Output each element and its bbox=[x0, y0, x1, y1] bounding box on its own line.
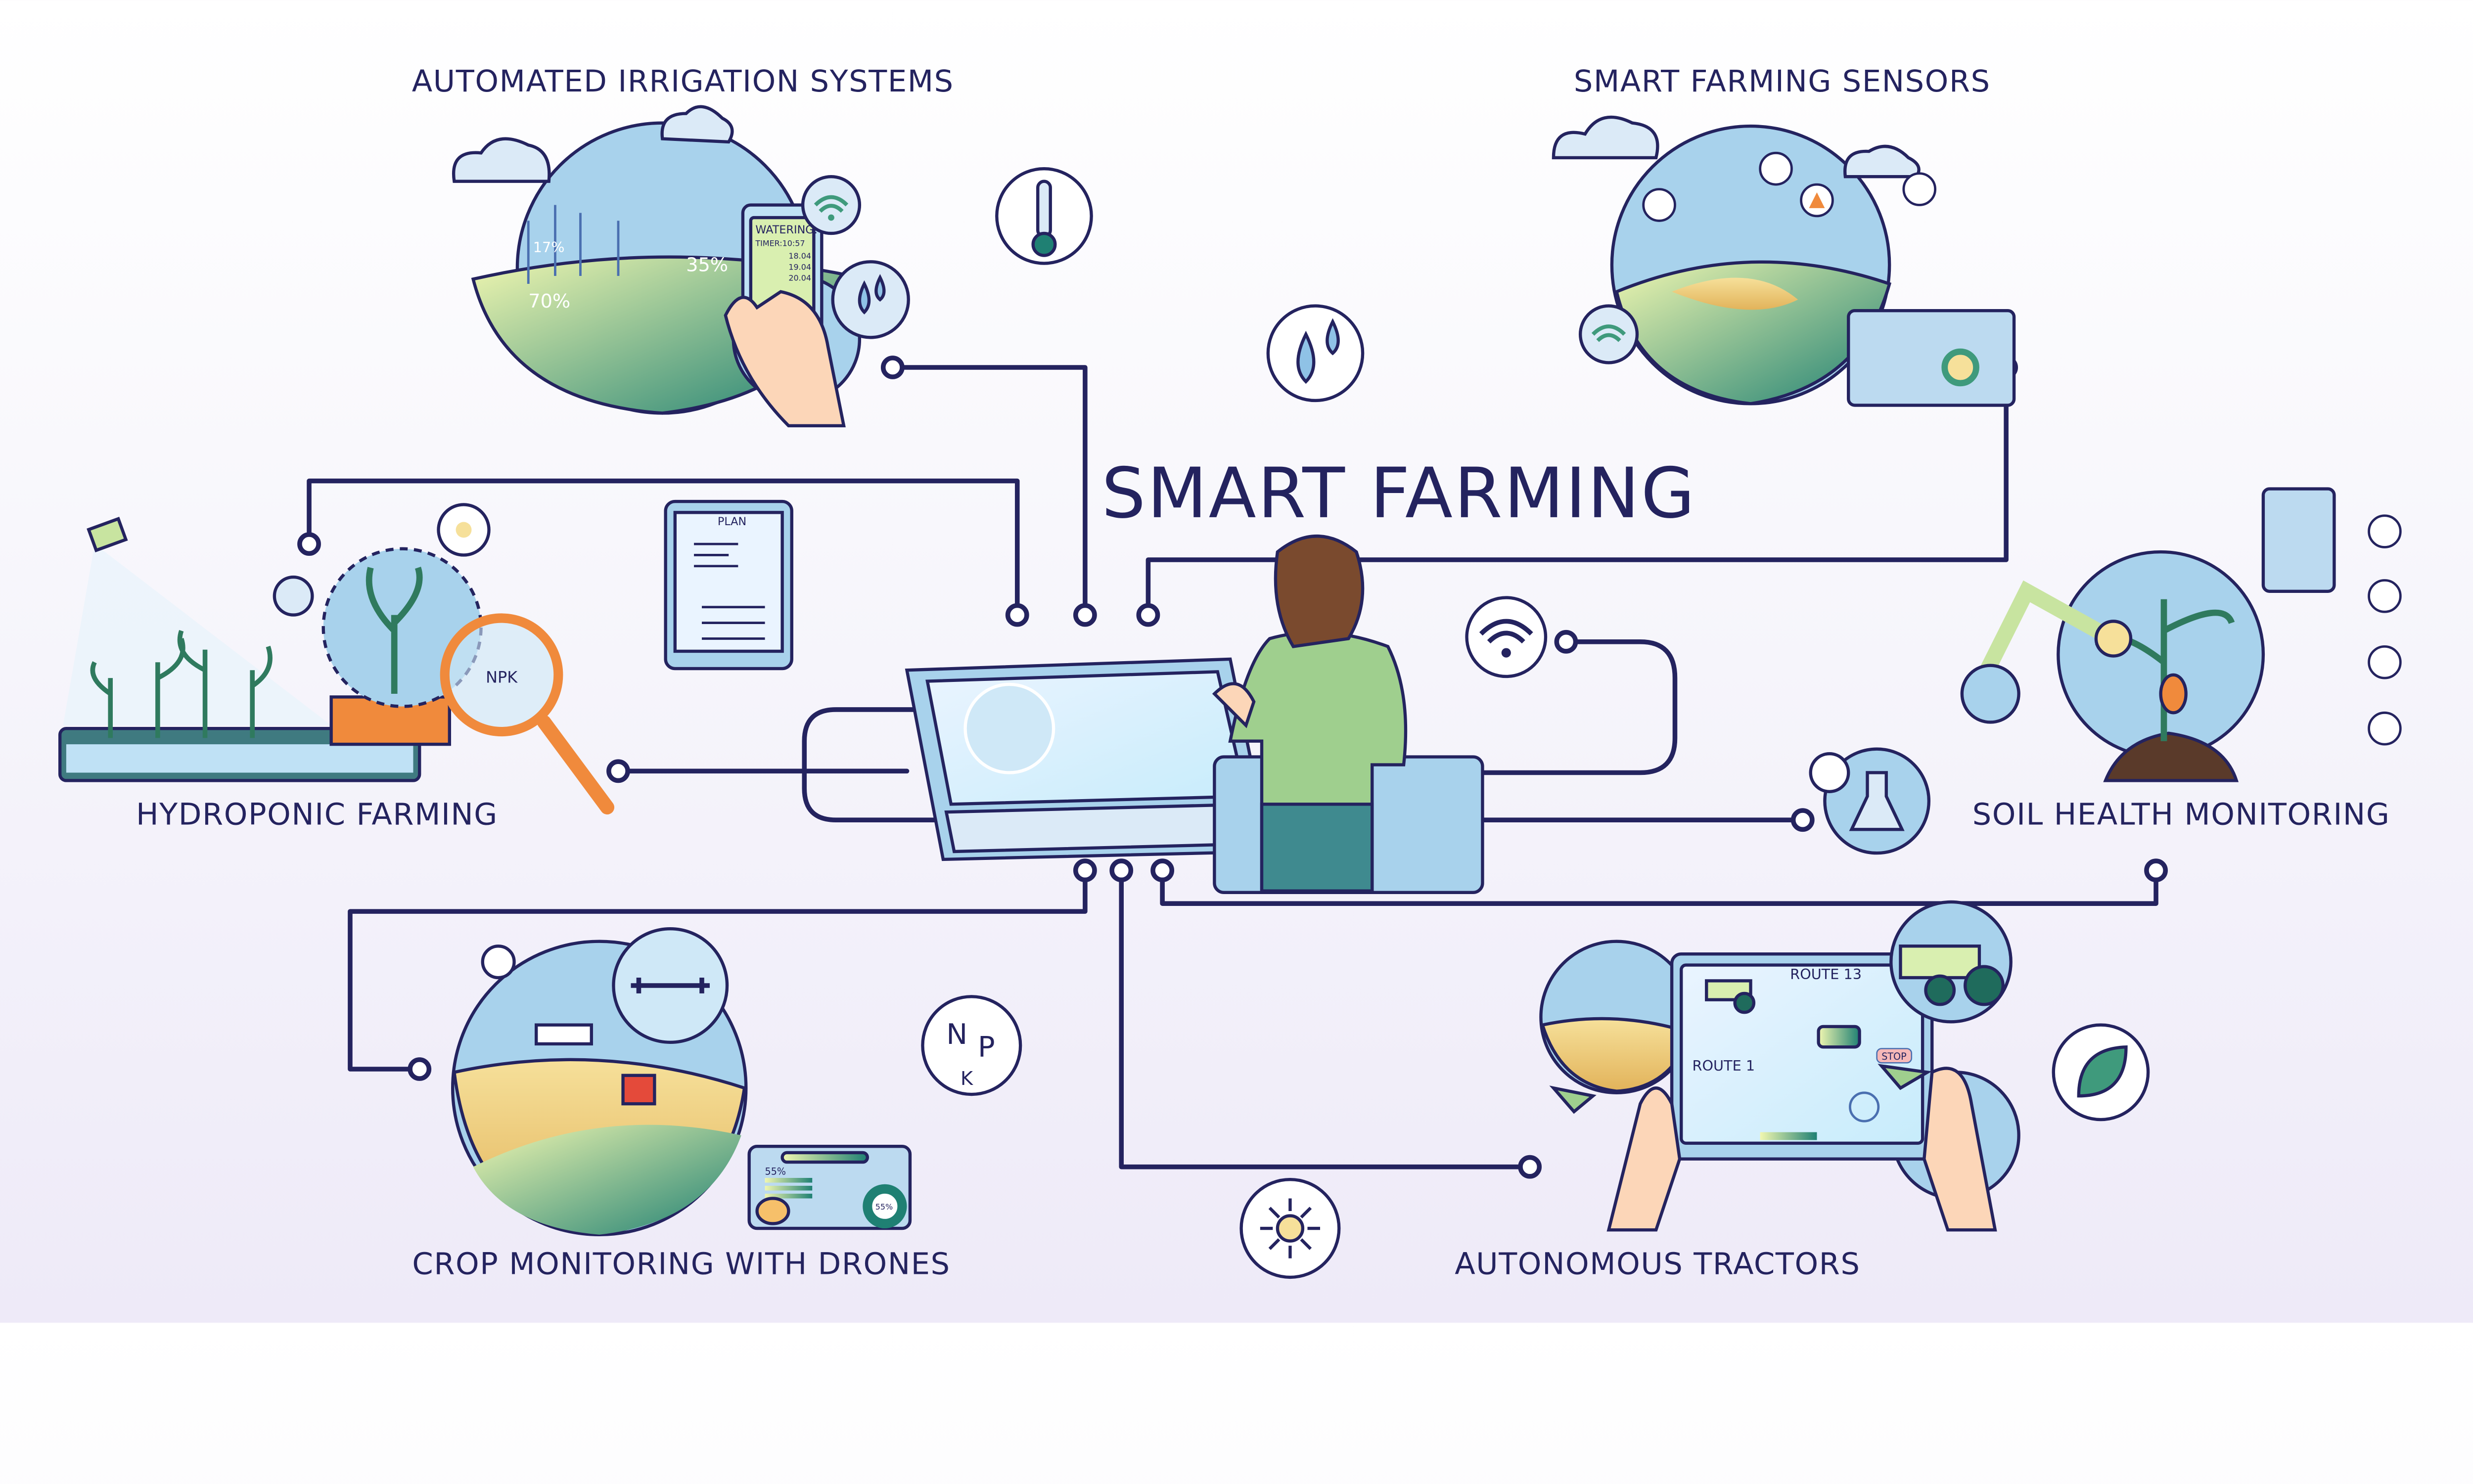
central-tablet[interactable] bbox=[905, 657, 1272, 861]
flask-icon bbox=[1809, 747, 1931, 855]
route-label: ROUTE 13 bbox=[1790, 966, 1862, 983]
label-tractors: AUTONOMOUS TRACTORS bbox=[1455, 1247, 1860, 1282]
npk-label: NPK bbox=[486, 668, 518, 687]
warning-icon bbox=[1809, 192, 1825, 208]
hand bbox=[724, 290, 846, 428]
label-irrigation: AUTOMATED IRRIGATION SYSTEMS bbox=[412, 64, 954, 99]
label-soil: SOIL HEALTH MONITORING bbox=[1972, 798, 2390, 832]
paper-plane-icon bbox=[1878, 1064, 1932, 1090]
sun-icon bbox=[1239, 1178, 1341, 1279]
barn bbox=[621, 1074, 656, 1106]
tractor-icon bbox=[1899, 944, 2005, 1006]
tractor-icon bbox=[1705, 979, 1756, 1014]
wifi-icon bbox=[1465, 596, 1548, 678]
label-sensors: SMART FARMING SENSORS bbox=[1574, 64, 1991, 99]
wifi-icon bbox=[801, 175, 862, 235]
magnifier-icon: NPK bbox=[440, 613, 615, 814]
farmer-person bbox=[1212, 534, 1484, 895]
sensor-dashboard bbox=[1847, 309, 2016, 407]
sensors-illustration bbox=[1552, 115, 2016, 407]
npk-p: P bbox=[978, 1030, 995, 1063]
paper-plane-icon bbox=[1549, 1085, 1597, 1114]
robot-arm bbox=[1971, 580, 2106, 694]
hand bbox=[1212, 682, 1256, 728]
stop-button[interactable] bbox=[1876, 1048, 1913, 1064]
connector-lines bbox=[297, 356, 2168, 1179]
label-hydroponic: HYDROPONIC FARMING bbox=[136, 798, 498, 832]
plan-heading: PLAN bbox=[718, 515, 746, 528]
irrigation-percent: 70% bbox=[528, 290, 570, 313]
npk-n: N bbox=[946, 1018, 967, 1051]
smart-farming-infographic: SMART FARMING AUTOMATED IRRIGATION SYSTE… bbox=[58, 64, 2402, 1282]
irrigation-illustration: 17% 35% 70% WATERING: TIMER:10:57 18.04 … bbox=[452, 105, 910, 428]
tractors-illustration: ROUTE 13 ROUTE 1 STOP bbox=[1539, 900, 2020, 1232]
crop-donut-percent: 55% bbox=[875, 1202, 893, 1212]
direction-pad[interactable] bbox=[1849, 1091, 1880, 1123]
sun-icon bbox=[437, 503, 491, 557]
label-drones: CROP MONITORING WITH DRONES bbox=[412, 1247, 950, 1282]
irrigation-percent: 17% bbox=[533, 239, 565, 256]
wifi-icon bbox=[1578, 304, 1639, 364]
hand bbox=[1923, 1067, 1997, 1232]
phone-date: 19.04 bbox=[788, 262, 811, 271]
sensor-markers bbox=[1642, 151, 1937, 222]
npk-icon: N P K bbox=[921, 995, 1022, 1096]
soil-mound bbox=[2103, 731, 2239, 782]
hydroponic-illustration: NPK bbox=[58, 503, 615, 814]
wind-turbine-icons bbox=[527, 205, 620, 284]
cloud-icon bbox=[660, 105, 734, 144]
water-drops-icon bbox=[831, 260, 910, 339]
phone-date: 18.04 bbox=[788, 251, 811, 261]
cloud-icon bbox=[1552, 115, 1659, 160]
npk-k: K bbox=[961, 1068, 973, 1090]
hay-bale bbox=[755, 1197, 790, 1225]
soil-illustration bbox=[1960, 487, 2402, 782]
route-label: ROUTE 1 bbox=[1693, 1057, 1755, 1074]
plan-tablet: PLAN bbox=[664, 499, 793, 671]
hand bbox=[1606, 1086, 1682, 1232]
drones-illustration: 55% 55% bbox=[451, 927, 912, 1237]
irrigation-percent: 35% bbox=[686, 254, 728, 276]
crop-bar-percent: 55% bbox=[765, 1166, 786, 1177]
drone-icon bbox=[631, 978, 710, 993]
phone-date: 20.04 bbox=[788, 273, 811, 283]
cloud-icon bbox=[1843, 144, 1921, 179]
page-title: SMART FARMING bbox=[1101, 453, 1696, 534]
stop-label: STOP bbox=[1881, 1051, 1906, 1062]
cloud-icon bbox=[452, 137, 551, 183]
thermometer-icon bbox=[995, 167, 1093, 265]
water-drops-icon bbox=[1266, 304, 1365, 403]
water-drops-icon bbox=[273, 575, 314, 617]
pepper bbox=[2159, 673, 2188, 715]
hair bbox=[1274, 534, 1365, 648]
plant-icons bbox=[90, 630, 273, 738]
phone-timer: TIMER:10:57 bbox=[755, 238, 805, 248]
phone-watering-heading: WATERING: bbox=[755, 224, 818, 236]
leaf-icon bbox=[2052, 1023, 2150, 1122]
grow-light bbox=[87, 517, 128, 552]
